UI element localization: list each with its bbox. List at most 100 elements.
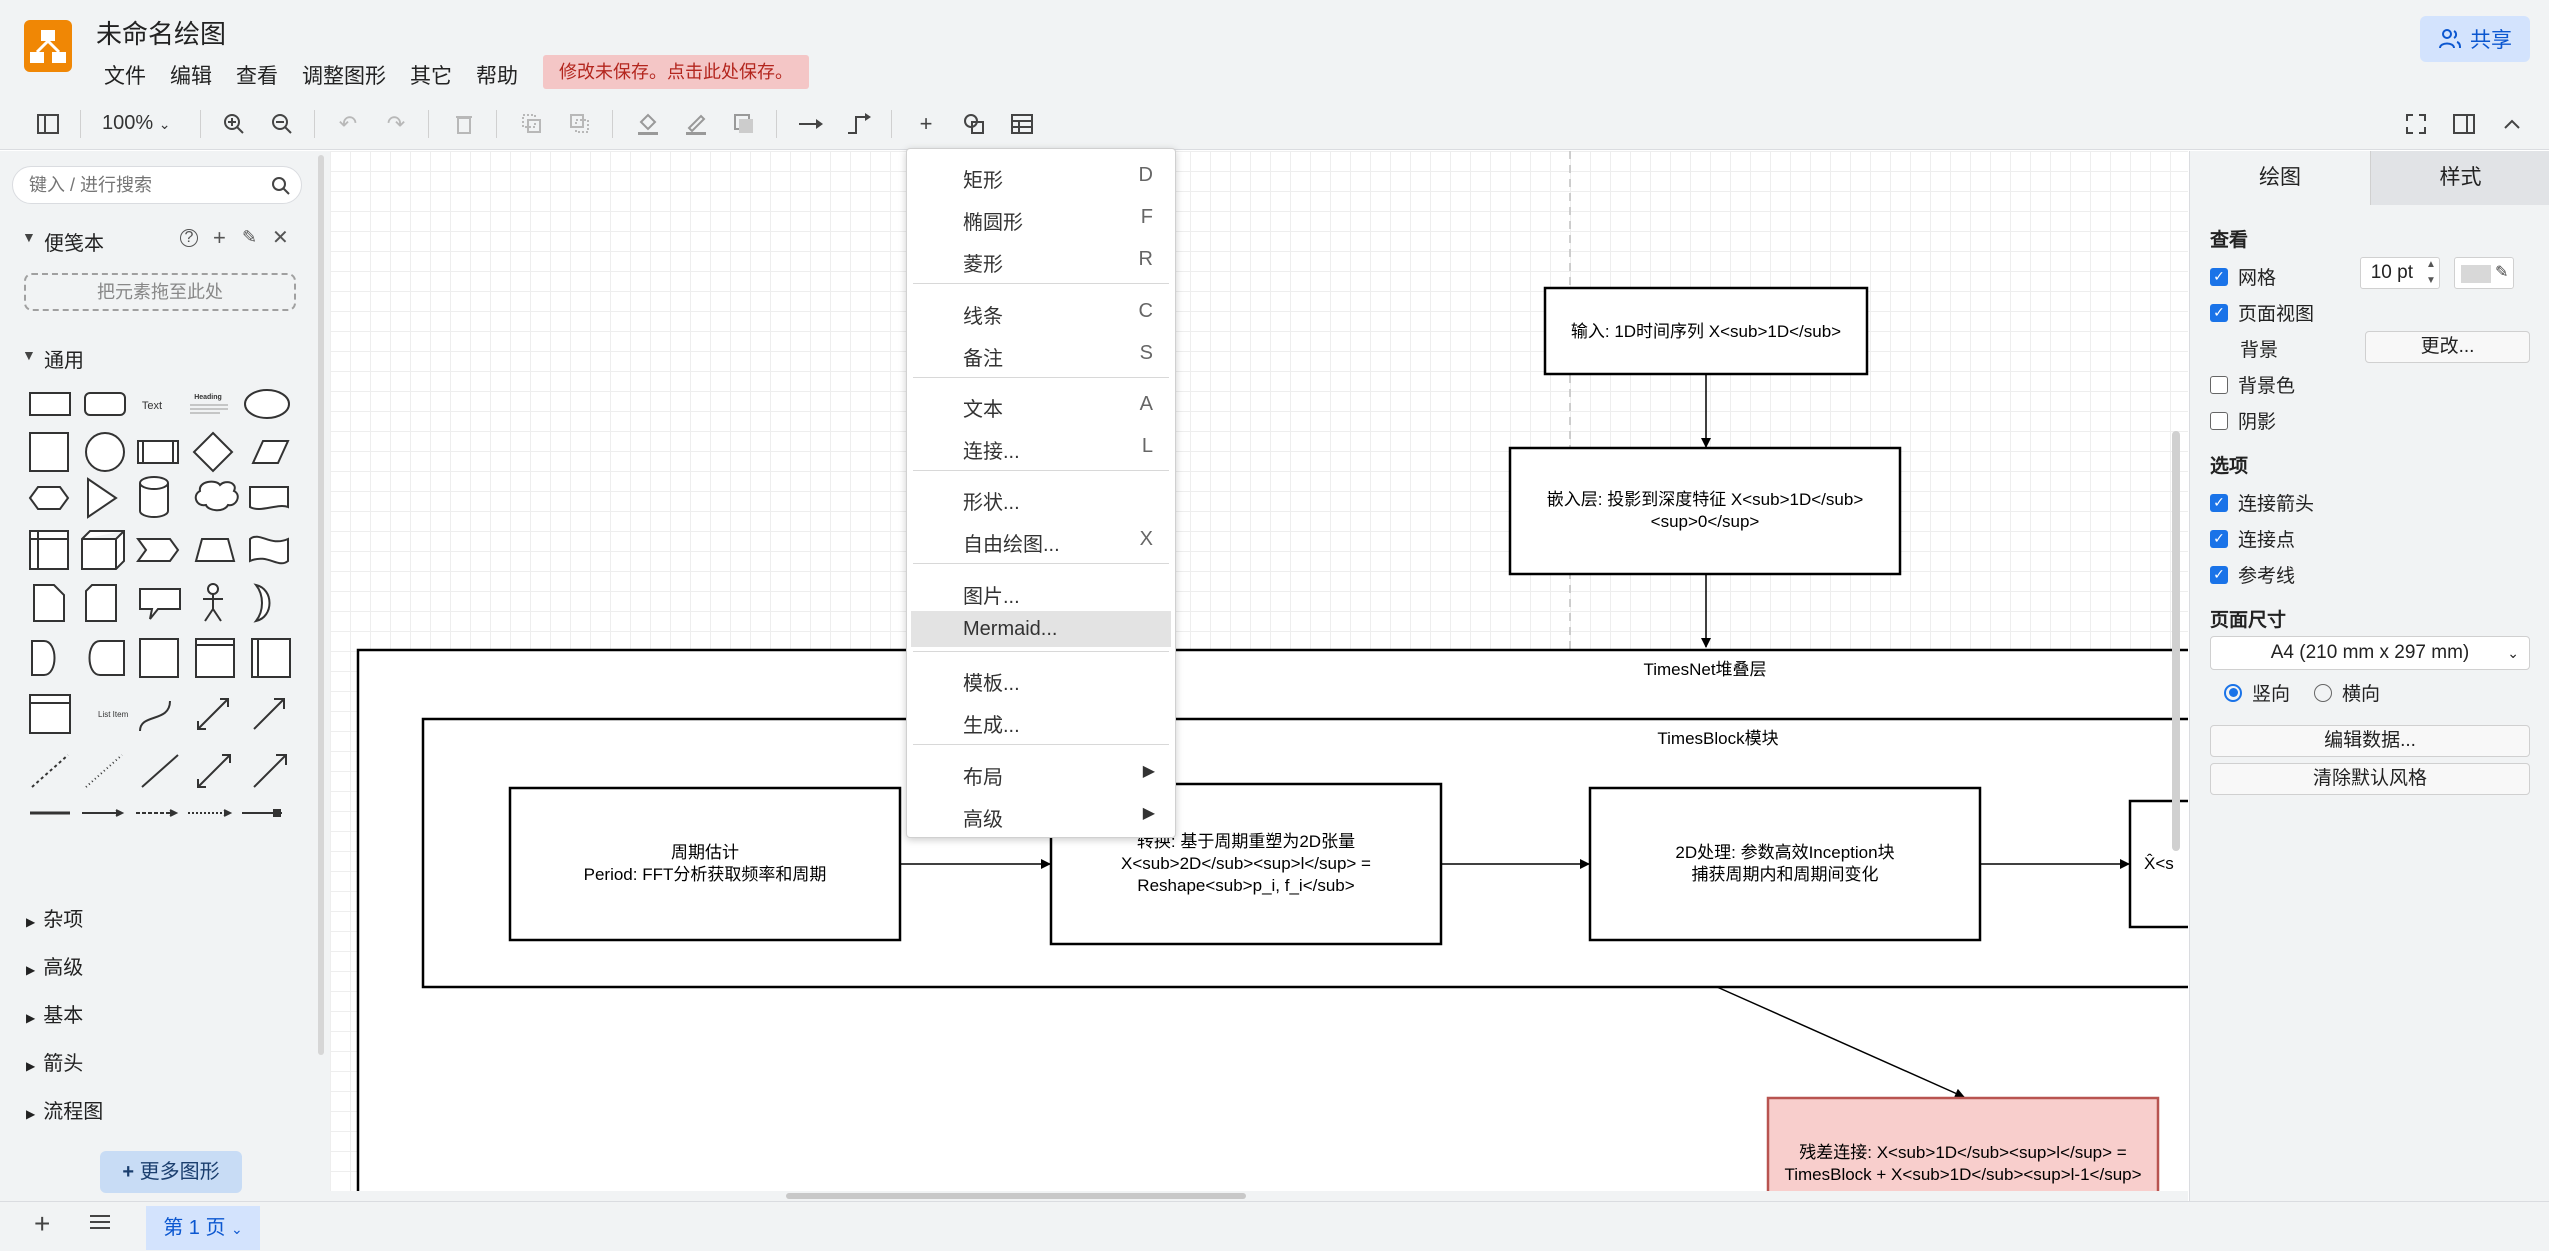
grid-color-picker[interactable]: ✎ xyxy=(2454,257,2514,289)
guides-toggle[interactable]: ✓参考线 xyxy=(2210,561,2295,588)
more-shapes-button[interactable]: + 更多图形 xyxy=(100,1151,242,1193)
shapes-icon[interactable] xyxy=(958,108,990,140)
diagram-canvas[interactable]: 输入: 1D时间序列 X<sub>1D</sub> 嵌入层: 投影到深度特征 X… xyxy=(330,151,2188,1191)
waypoints-icon[interactable] xyxy=(843,108,875,140)
scratchpad-drop-zone[interactable]: 把元素拖至此处 xyxy=(24,273,296,311)
radio-selected-icon[interactable] xyxy=(2224,683,2242,702)
shadow-toggle[interactable]: 阴影 xyxy=(2210,407,2276,434)
connection-points-toggle[interactable]: ✓连接点 xyxy=(2210,525,2295,552)
page-view-toggle[interactable]: ✓页面视图 xyxy=(2210,299,2314,326)
add-icon[interactable]: + xyxy=(213,225,226,250)
redo-icon[interactable]: ↷ xyxy=(386,111,406,136)
page-list-icon[interactable] xyxy=(88,1212,112,1237)
to-back-icon[interactable] xyxy=(564,108,596,140)
menu-item-mermaid[interactable]: Mermaid... xyxy=(911,611,1171,647)
close-icon[interactable]: ✕ xyxy=(272,227,289,249)
zoom-dropdown[interactable]: 100% ⌄ xyxy=(102,112,170,135)
shape-palette[interactable]: Text Heading List Item xyxy=(20,383,310,1013)
line-color-icon[interactable] xyxy=(680,108,712,140)
category-arrows[interactable]: ▶箭头 xyxy=(26,1047,83,1076)
shape-search[interactable] xyxy=(12,166,302,204)
delete-icon[interactable] xyxy=(448,108,480,140)
portrait-option[interactable]: 竖向 xyxy=(2224,679,2290,706)
page-tab[interactable]: 第 1 页 ⌄ xyxy=(146,1206,260,1250)
menu-file[interactable]: 文件 xyxy=(104,65,146,88)
caret-down-icon[interactable]: ▼ xyxy=(22,347,36,363)
menu-item-advanced[interactable]: 高级▶ xyxy=(911,796,1171,832)
share-button[interactable]: 共享 xyxy=(2420,16,2530,62)
unsaved-changes-notice[interactable]: 修改未保存。点击此处保存。 xyxy=(543,55,809,89)
menu-view[interactable]: 查看 xyxy=(236,65,278,88)
add-page-icon[interactable]: + xyxy=(34,1208,51,1239)
grid-size-input[interactable]: 10 pt xyxy=(2360,257,2440,289)
edit-data-button[interactable]: 编辑数据... xyxy=(2210,725,2530,757)
menu-edit[interactable]: 编辑 xyxy=(170,65,212,88)
insert-icon[interactable]: + xyxy=(919,111,933,136)
landscape-option[interactable]: 横向 xyxy=(2314,679,2380,706)
zoom-out-icon[interactable] xyxy=(266,108,298,140)
category-misc[interactable]: ▶杂项 xyxy=(26,903,83,932)
format-panel-icon[interactable] xyxy=(2448,108,2480,140)
collapse-icon[interactable] xyxy=(2496,108,2528,140)
category-flowchart[interactable]: ▶流程图 xyxy=(26,1095,103,1124)
connection-arrows-toggle[interactable]: ✓连接箭头 xyxy=(2210,489,2314,516)
undo-icon[interactable]: ↶ xyxy=(338,111,358,136)
change-background-button[interactable]: 更改... xyxy=(2365,331,2530,363)
category-advanced[interactable]: ▶高级 xyxy=(26,951,83,980)
menu-item-freehand[interactable]: 自由绘图...X xyxy=(911,521,1171,557)
connection-icon[interactable] xyxy=(795,108,827,140)
menu-help[interactable]: 帮助 xyxy=(476,65,518,88)
menu-item-shapes[interactable]: 形状... xyxy=(911,479,1171,515)
shape-text-sample[interactable]: Text xyxy=(142,400,162,412)
grid-toggle[interactable]: ✓网格 xyxy=(2210,263,2276,290)
canvas-vertical-scrollbar[interactable] xyxy=(2172,431,2180,851)
zoom-in-icon[interactable] xyxy=(218,108,250,140)
menu-item-image[interactable]: 图片... xyxy=(911,573,1171,609)
tab-diagram[interactable]: 绘图 xyxy=(2190,151,2370,205)
shadow-icon[interactable] xyxy=(728,108,760,140)
fullscreen-icon[interactable] xyxy=(2400,108,2432,140)
fill-color-icon[interactable] xyxy=(632,108,664,140)
document-title[interactable]: 未命名绘图 xyxy=(96,19,227,49)
search-icon[interactable] xyxy=(271,176,291,196)
menu-item-link[interactable]: 连接...L xyxy=(911,428,1171,464)
checkbox-unchecked-icon[interactable] xyxy=(2210,411,2228,430)
scratchpad-heading[interactable]: 便笺本 xyxy=(44,233,104,255)
menu-item-layout[interactable]: 布局▶ xyxy=(911,754,1171,790)
background-color-toggle[interactable]: 背景色 xyxy=(2210,371,2295,398)
menu-arrange[interactable]: 调整图形 xyxy=(302,65,386,88)
checkbox-unchecked-icon[interactable] xyxy=(2210,375,2228,394)
period-node[interactable] xyxy=(508,786,902,942)
clear-default-style-button[interactable]: 清除默认风格 xyxy=(2210,763,2530,795)
page-size-select[interactable]: A4 (210 mm x 297 mm)⌄ xyxy=(2210,636,2530,670)
embed-node[interactable] xyxy=(1508,446,1902,576)
checkbox-checked-icon[interactable]: ✓ xyxy=(2210,493,2228,512)
menu-extras[interactable]: 其它 xyxy=(410,65,452,88)
checkbox-checked-icon[interactable]: ✓ xyxy=(2210,267,2228,286)
pencil-icon[interactable]: ✎ xyxy=(242,227,258,247)
residual-node[interactable] xyxy=(1766,1096,2160,1191)
radio-unselected-icon[interactable] xyxy=(2314,683,2332,702)
checkbox-checked-icon[interactable]: ✓ xyxy=(2210,529,2228,548)
input-node[interactable] xyxy=(1543,286,1869,376)
stepper-icon[interactable]: ▲▼ xyxy=(2426,259,2436,286)
sidebar-toggle-icon[interactable] xyxy=(32,108,64,140)
menu-item-template[interactable]: 模板... xyxy=(911,660,1171,696)
general-heading[interactable]: 通用 xyxy=(44,350,84,372)
canvas-horizontal-scrollbar[interactable] xyxy=(786,1193,1246,1199)
checkbox-checked-icon[interactable]: ✓ xyxy=(2210,303,2228,322)
checkbox-checked-icon[interactable]: ✓ xyxy=(2210,565,2228,584)
processing-2d-node[interactable] xyxy=(1588,786,1982,942)
to-front-icon[interactable] xyxy=(516,108,548,140)
tab-style[interactable]: 样式 xyxy=(2370,151,2549,205)
category-basic[interactable]: ▶基本 xyxy=(26,999,83,1028)
sidebar-scrollbar[interactable] xyxy=(318,155,324,1055)
caret-down-icon[interactable]: ▼ xyxy=(22,229,36,245)
shape-heading-sample[interactable]: Heading xyxy=(194,394,222,401)
